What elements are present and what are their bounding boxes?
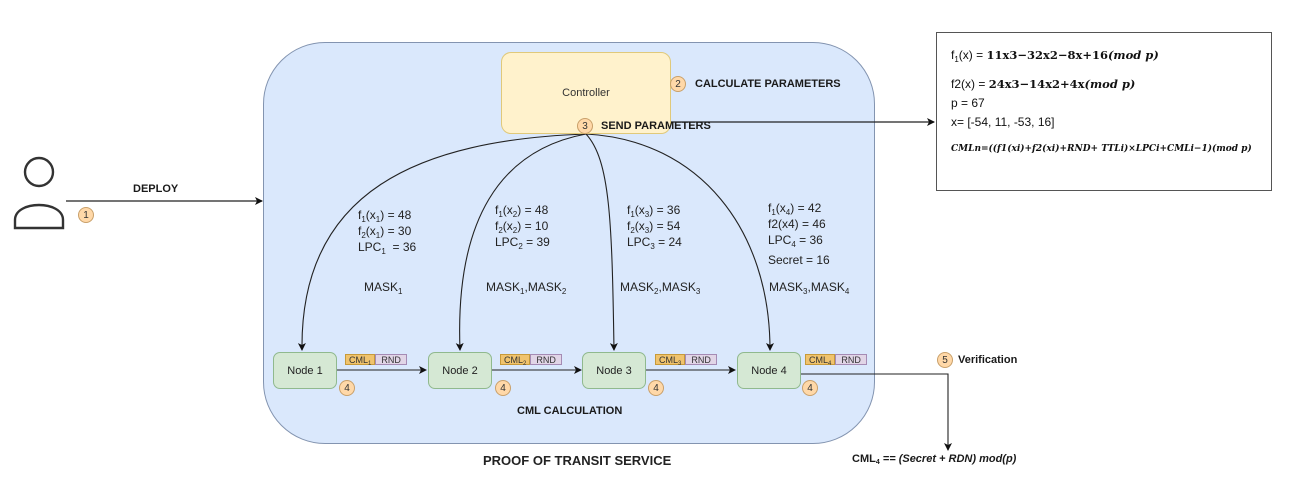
send-to-node1-curve [297,133,587,351]
rnd-tag: RND [685,354,717,365]
send-to-node3-curve [585,133,618,351]
rnd-tag: RND [530,354,562,365]
x-values: x= [-54, 11, -53, 16] [951,115,1055,129]
cml-tag: CML4 [805,354,836,367]
step-badge-4-node3: 4 [648,380,664,396]
node1-params: f1(x1) = 48 f2(x1) = 30 LPC1 = 36 [358,208,417,256]
node4-params: f1(x4) = 42 f2(x4) = 46 LPC4 = 36 Secret… [768,201,830,267]
rnd-tag: RND [375,354,407,365]
send-parameters-label: SEND PARAMETERS [601,120,711,132]
step-badge-5: 5 [937,352,953,368]
cml-tag: CML3 [655,354,686,367]
step-badge-2: 2 [670,76,686,92]
user-icon [13,156,65,230]
cml-tag: CML1 [345,354,376,367]
node-3-label: Node 3 [596,364,632,377]
send-to-node4-curve [585,133,774,351]
cml-tag: CML2 [500,354,531,367]
verification-label: Verification [958,354,1018,366]
node2-params: f1(x2) = 48 f2(x2) = 10 LPC2 = 39 [495,203,550,251]
node-4[interactable]: Node 4 [737,352,801,389]
parameters-box: f1(x) = 11x3−32x2−8x+16(mod p) f2(x) = 2… [936,32,1272,191]
cml-formula: CMLn=((f1(xi)+f2(xi)+RND+ TTLi)×LPCi+CML… [951,144,1252,154]
step-badge-4-node1: 4 [339,380,355,396]
step-badge-4-node4: 4 [802,380,818,396]
f1-definition: f1(x) = 11x3−32x2−8x+16(mod p) [951,48,1159,64]
diagram-title: PROOF OF TRANSIT SERVICE [483,453,672,468]
f2-definition: f2(x) = 24x3−14x2+4x(mod p) [951,77,1136,91]
send-to-node2-curve [455,133,587,351]
node3-params: f1(x3) = 36 f2(x3) = 54 LPC3 = 24 [627,203,682,251]
node-3[interactable]: Node 3 [582,352,646,389]
node-1-label: Node 1 [287,364,323,377]
node3-masks: MASK2,MASK3 [620,280,701,296]
verification-equation: CML4 == (Secret + RDN) mod(p) [852,453,1017,466]
step-badge-3: 3 [577,118,593,134]
controller-box[interactable]: Controller [501,52,671,134]
calculate-parameters-label: CALCULATE PARAMETERS [695,78,841,90]
verification-arrow [800,373,952,451]
controller-label: Controller [562,87,610,99]
node4-secret: Secret = 16 [768,253,830,267]
cml-calculation-label: CML CALCULATION [517,405,623,417]
step-badge-1: 1 [78,207,94,223]
node-2[interactable]: Node 2 [428,352,492,389]
deploy-label: DEPLOY [133,183,179,195]
node4-masks: MASK3,MASK4 [769,280,850,296]
p-value: p = 67 [951,96,985,110]
node1-masks: MASK1 [364,280,403,296]
node-4-label: Node 4 [751,364,787,377]
rnd-tag: RND [835,354,867,365]
node-2-label: Node 2 [442,364,478,377]
node-1[interactable]: Node 1 [273,352,337,389]
node2-masks: MASK1,MASK2 [486,280,567,296]
step-badge-4-node2: 4 [495,380,511,396]
